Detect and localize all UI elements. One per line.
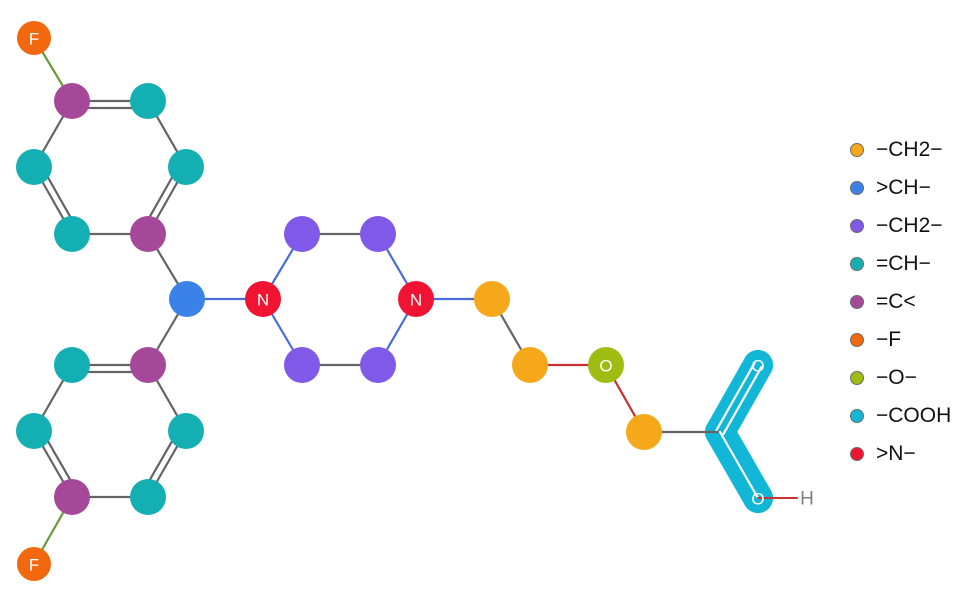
legend-item-fluorine: −F bbox=[850, 321, 951, 359]
legend-item-amine-n: >N− bbox=[850, 435, 951, 473]
oxygen-label: O bbox=[599, 357, 612, 376]
double-bond-inner bbox=[43, 170, 75, 224]
double-bond-inner bbox=[145, 434, 177, 487]
hydrogen-label: H bbox=[800, 489, 814, 510]
ring-ch2-atom bbox=[284, 216, 320, 252]
legend-marker bbox=[850, 295, 864, 309]
fluorine-label: F bbox=[29, 30, 39, 49]
aromatic-carbon-atom bbox=[130, 347, 166, 383]
cooh-highlight-node bbox=[743, 350, 773, 380]
chain-ch2-atom bbox=[512, 347, 548, 383]
ring-ch2-atom bbox=[360, 216, 396, 252]
aromatic-ch-atom bbox=[16, 413, 52, 449]
legend-marker bbox=[850, 447, 864, 461]
legend-item-cooh: −COOH bbox=[850, 397, 951, 435]
aromatic-ch-atom bbox=[168, 149, 204, 185]
fluorine-atom bbox=[17, 547, 51, 581]
legend-marker bbox=[850, 257, 864, 271]
fluorine-atom bbox=[17, 21, 51, 55]
legend-marker bbox=[850, 219, 864, 233]
nitrogen-atom bbox=[398, 281, 434, 317]
legend-item-ch2-chain: −CH2− bbox=[850, 131, 951, 169]
legend-marker bbox=[850, 409, 864, 423]
double-bond-inner bbox=[43, 434, 75, 487]
legend-item-ether-o: −O− bbox=[850, 359, 951, 397]
legend-label: =CH− bbox=[876, 252, 931, 275]
chain-ch2-atom bbox=[626, 414, 662, 450]
legend-item-ch-aromatic: =CH− bbox=[850, 245, 951, 283]
aromatic-ch-atom bbox=[168, 413, 204, 449]
legend-label: −O− bbox=[876, 366, 917, 389]
legend-label: >CH− bbox=[876, 176, 931, 199]
legend-item-c-aromatic: =C< bbox=[850, 283, 951, 321]
single-bond bbox=[718, 430, 760, 500]
legend-label: −F bbox=[876, 328, 902, 351]
nitrogen-label: N bbox=[410, 291, 422, 310]
nitrogen-atom bbox=[245, 281, 281, 317]
fluorine-label: F bbox=[29, 556, 39, 575]
aromatic-carbon-atom bbox=[130, 216, 166, 252]
legend-label: −COOH bbox=[876, 404, 952, 427]
atoms: F N N F O O O H bbox=[16, 21, 814, 581]
ether-oxygen-atom bbox=[588, 347, 624, 383]
chain-ch2-atom bbox=[474, 281, 510, 317]
ring-ch2-atom bbox=[284, 347, 320, 383]
legend-label: =C< bbox=[876, 290, 916, 313]
legend-item-ch-branch: >CH− bbox=[850, 169, 951, 207]
aromatic-carbon-atom bbox=[54, 83, 90, 119]
legend-marker bbox=[850, 181, 864, 195]
legend-label: >N− bbox=[876, 442, 916, 465]
methine-atom bbox=[169, 281, 205, 317]
double-bond-line bbox=[715, 361, 756, 432]
aromatic-ch-atom bbox=[54, 216, 90, 252]
double-bond-line bbox=[722, 365, 763, 436]
legend-label: −CH2− bbox=[876, 138, 943, 161]
legend-marker bbox=[850, 333, 864, 347]
double-bond-inner bbox=[145, 170, 177, 224]
legend-marker bbox=[850, 371, 864, 385]
legend-marker bbox=[850, 143, 864, 157]
nitrogen-label: N bbox=[257, 291, 269, 310]
legend-label: −CH2− bbox=[876, 214, 943, 237]
aromatic-ch-atom bbox=[54, 347, 90, 383]
aromatic-carbon-atom bbox=[54, 479, 90, 515]
oxygen-label: O bbox=[751, 490, 764, 509]
legend-item-ch2-ring: −CH2− bbox=[850, 207, 951, 245]
aromatic-ch-atom bbox=[130, 479, 166, 515]
aromatic-ch-atom bbox=[130, 83, 166, 119]
legend: −CH2− >CH− −CH2− =CH− =C< −F −O− −COOH >… bbox=[850, 131, 951, 473]
aromatic-ch-atom bbox=[16, 149, 52, 185]
oxygen-label: O bbox=[751, 357, 764, 376]
ring-ch2-atom bbox=[360, 347, 396, 383]
